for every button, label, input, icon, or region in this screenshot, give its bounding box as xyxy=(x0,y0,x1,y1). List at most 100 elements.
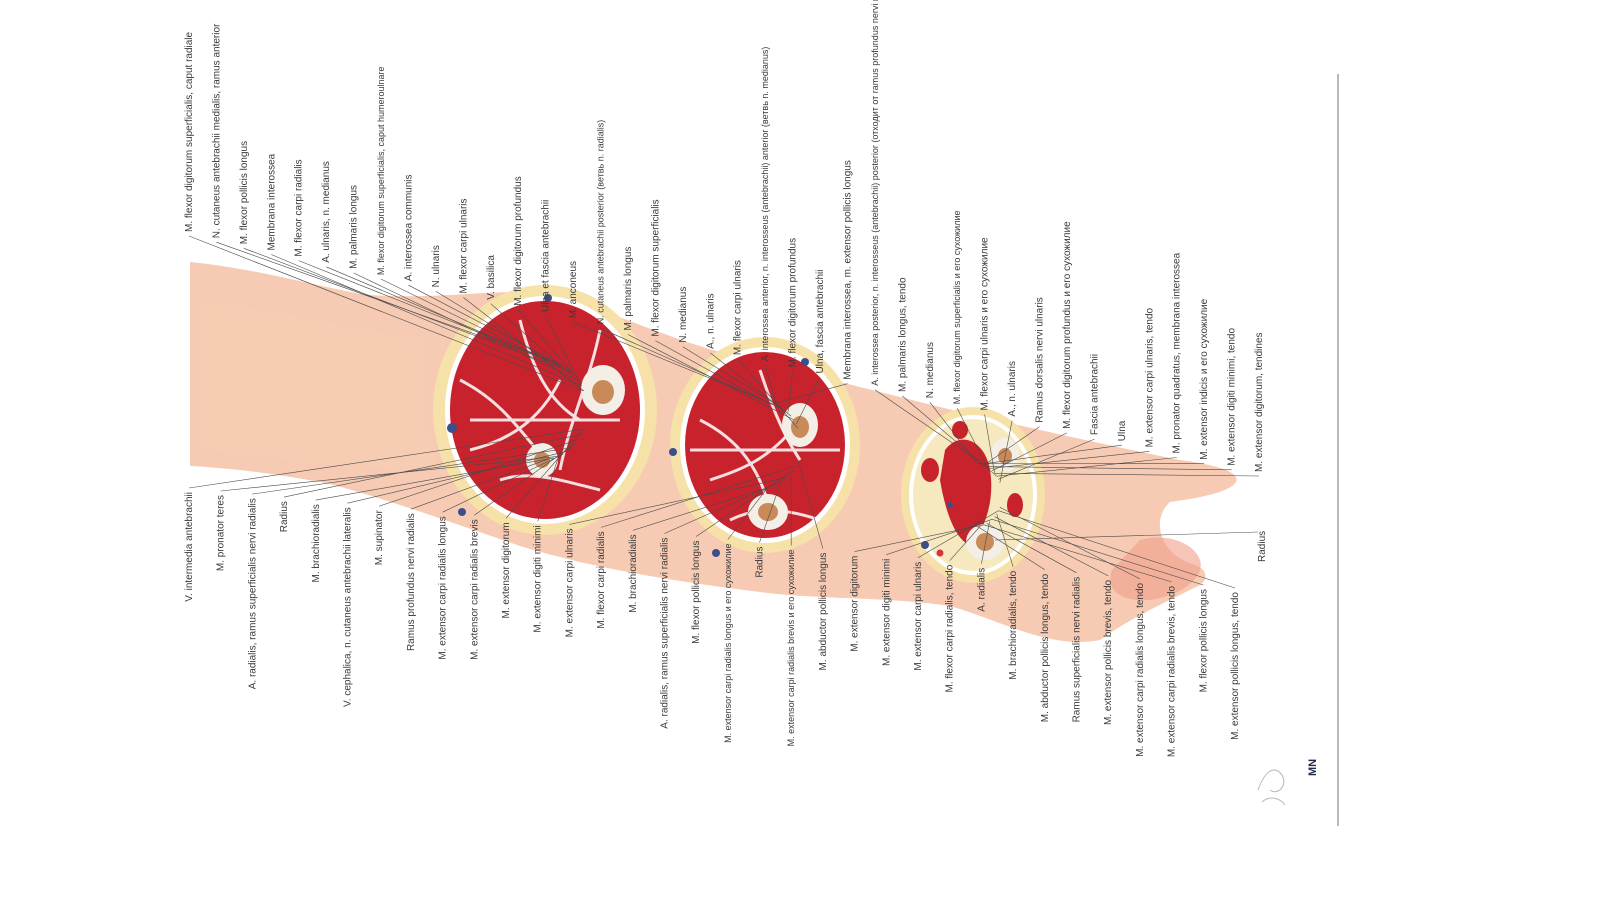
leader-line xyxy=(271,254,582,386)
label-top: V. basilica xyxy=(486,255,497,300)
leader-line xyxy=(998,510,1236,589)
label-bottom: M. flexor carpi radialis, tendo xyxy=(945,564,956,692)
leader-line xyxy=(787,371,793,413)
edge-mark: МN xyxy=(1307,759,1319,776)
label-top: Ramus dorsalis nervi ulnaris xyxy=(1035,297,1046,423)
leader-line xyxy=(664,480,785,534)
section-middle-vein-3 xyxy=(801,358,809,366)
leader-line xyxy=(601,465,797,528)
leader-line xyxy=(764,365,777,406)
label-top: M. pronator quadratus, membrana inteross… xyxy=(1172,252,1183,453)
section-distal-vein xyxy=(921,541,929,549)
section-distal-tendon-3 xyxy=(1007,493,1023,517)
leader-line xyxy=(996,457,1177,477)
label-bottom: M. extensor digiti minimi xyxy=(533,525,544,632)
leader-line xyxy=(380,278,549,362)
decorative-sketch xyxy=(1257,769,1286,806)
leader-line xyxy=(980,444,1122,465)
hand-stub xyxy=(1110,537,1201,601)
section-proximal xyxy=(433,285,657,535)
leader-line xyxy=(545,315,582,386)
forearm-shading xyxy=(200,300,440,470)
label-top: A., n. ulnaris xyxy=(705,293,716,349)
leader-line xyxy=(986,466,1232,471)
label-top: M. flexor digitorum superficialis xyxy=(650,199,661,336)
leader-line xyxy=(410,458,549,510)
leader-line xyxy=(772,383,848,405)
section-middle-ulna-inner xyxy=(791,416,809,438)
leader-line xyxy=(490,303,559,364)
leader-line xyxy=(737,358,799,429)
label-top: M. flexor digitorum profundus и его сухо… xyxy=(1062,221,1073,429)
leader-line xyxy=(474,443,576,516)
leader-line xyxy=(998,438,1095,480)
label-top: Membrana interossea xyxy=(266,153,277,250)
label-bottom: A. radialis, ramus superficialis nervi r… xyxy=(660,538,671,729)
label-bottom: M. abductor pollicis longus, tendo xyxy=(1040,573,1051,722)
label-bottom: M. flexor pollicis longus xyxy=(691,541,702,644)
leader-line xyxy=(981,521,990,564)
leader-line xyxy=(505,428,584,519)
label-top: N. medianus xyxy=(925,342,936,398)
leader-line xyxy=(655,340,769,404)
label-top: M. extensor digitorum, tendines xyxy=(1254,332,1265,472)
label-top: Ulna et fascia antebrachii xyxy=(541,200,552,312)
label-top: M. flexor carpi radialis xyxy=(294,159,305,256)
labels-bottom: V. intermedia antebrachii M. pronator ter… xyxy=(184,492,1241,757)
leader-line xyxy=(252,447,572,495)
section-distal-tendon-1 xyxy=(921,458,939,482)
label-bottom: M. brachioradialis xyxy=(311,504,322,582)
leader-lines-top xyxy=(188,235,1260,541)
leader-line xyxy=(999,507,1141,580)
label-bottom: M. extensor carpi radialis longus, tendo xyxy=(1135,582,1146,756)
label-top: M. palmaris longus xyxy=(349,185,360,269)
leader-line xyxy=(986,523,1077,574)
section-middle-vein-2 xyxy=(712,549,720,557)
leader-line xyxy=(999,420,1013,483)
section-proximal-vein-3 xyxy=(458,508,466,516)
label-top: Ulna xyxy=(1117,420,1128,441)
label-bottom: M. extensor digitorum xyxy=(501,522,512,618)
label-bottom: M. pronator teres xyxy=(216,495,227,571)
section-distal-muscle xyxy=(940,439,992,545)
label-top: Fascia antebrachii xyxy=(1089,354,1100,435)
leader-line xyxy=(537,456,559,522)
label-top: M. flexor carpi ulnaris и его сухожилие xyxy=(980,237,991,411)
label-bottom: Radius xyxy=(755,547,766,578)
leader-line xyxy=(353,272,579,381)
leader-line xyxy=(435,291,576,377)
leader-line xyxy=(408,284,564,367)
label-top: A. ulnaris, n. medianus xyxy=(321,161,332,263)
label-top: M. flexor digitorum profundus xyxy=(788,238,799,368)
label-top: A. interossea communis xyxy=(404,174,415,281)
leader-lines-bottom xyxy=(188,428,1236,589)
label-top: M. extensor carpi ulnaris, tendo xyxy=(1144,307,1155,447)
leader-line xyxy=(996,513,1014,567)
label-top: N. cutaneus antebrachii medialis, ramus … xyxy=(211,23,222,238)
section-middle-muscle xyxy=(685,352,845,538)
leader-line xyxy=(917,510,999,558)
section-proximal-vein xyxy=(447,423,457,433)
leader-line xyxy=(442,453,564,513)
label-bottom: V. intermedia antebrachii xyxy=(184,492,195,602)
leader-line xyxy=(949,525,981,561)
label-top: M. palmaris longus xyxy=(623,247,634,331)
leader-line xyxy=(315,457,554,501)
leader-line xyxy=(902,395,997,477)
section-proximal-ulna-inner xyxy=(592,380,614,404)
leader-line xyxy=(627,334,795,421)
leader-line xyxy=(795,377,821,425)
leader-line xyxy=(797,461,824,549)
leader-line xyxy=(600,328,785,410)
label-bottom: A. radialis xyxy=(976,568,987,612)
label-bottom: M. brachioradialis, tendo xyxy=(1008,570,1019,679)
leader-line xyxy=(929,402,978,464)
label-bottom: M. extensor digitorum xyxy=(850,556,861,652)
label-top: A., n. ulnaris xyxy=(1007,361,1018,417)
label-top: A. interossea posterior, n. interosseus … xyxy=(870,0,880,386)
label-top: Ulna, fascia antebrachii xyxy=(815,270,826,374)
label-top: M. anconeus xyxy=(568,261,579,318)
leader-line xyxy=(886,519,993,555)
label-bottom: M. flexor carpi radialis xyxy=(596,531,607,628)
